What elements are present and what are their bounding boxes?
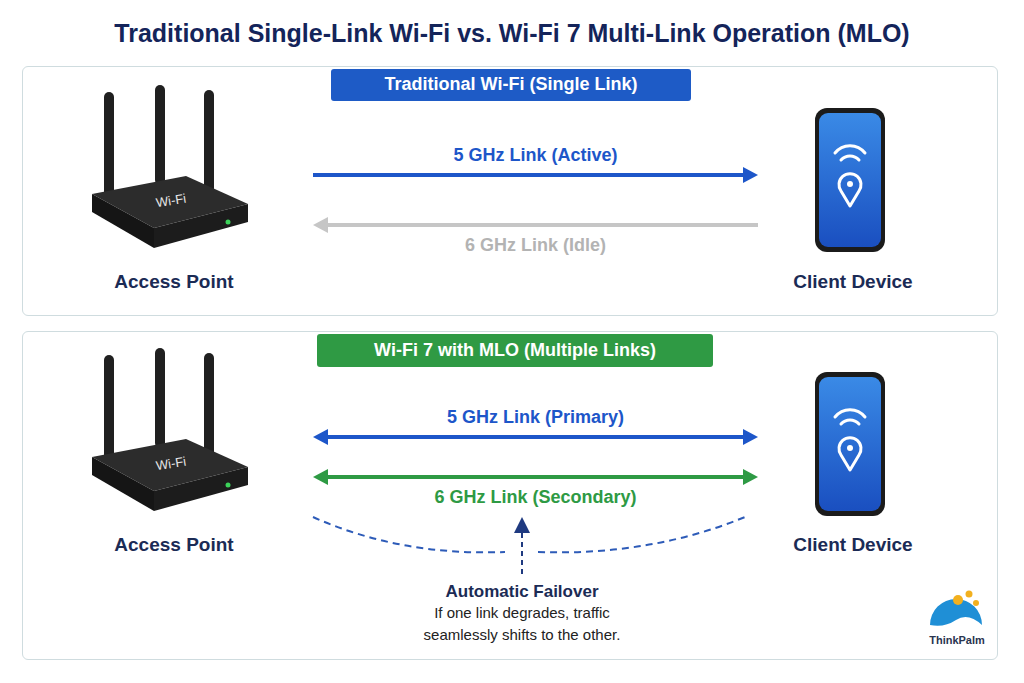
panel-heading-pill: Wi-Fi 7 with MLO (Multiple Links) [317,334,713,367]
link-label: 5 GHz Link (Primary) [376,407,696,429]
link-line [325,475,746,479]
device-label: Client Device [758,271,948,294]
access-point-node: Wi-FiAccess Point [79,83,313,299]
link-arrow [313,429,758,445]
device-label: Access Point [79,271,269,294]
panel-heading-pill: Traditional Wi-Fi (Single Link) [331,69,691,101]
logo-dot [966,591,973,598]
diagram-title: Traditional Single-Link Wi-Fi vs. Wi-Fi … [0,18,1024,48]
arrow-head [313,429,328,445]
phone-illustration [815,108,885,252]
device-label: Client Device [758,534,948,557]
logo-text: ThinkPalm [918,633,996,649]
router-brand-text: Wi-Fi [140,188,202,213]
failover-arc [313,517,505,552]
arrow-head [313,217,328,233]
failover-pointer-head [514,517,530,533]
link-line [325,223,758,227]
arrow-head [743,469,758,485]
link-label: 6 GHz Link (Idle) [376,235,696,257]
link-line [325,435,746,439]
link-label: 6 GHz Link (Secondary) [376,487,696,509]
arrow-head [743,167,758,183]
link-label: 5 GHz Link (Active) [376,145,696,167]
router-illustration [92,348,248,511]
phone-illustration [815,372,885,516]
failover-arc [538,517,745,552]
client-device-node: Client Device [758,346,961,562]
comparison-panel: Traditional Wi-Fi (Single Link) Wi-FiAcce… [22,66,998,316]
arrow-head [743,429,758,445]
link-line [313,173,746,177]
callout-note: If one link degrades, traffic seamlessly… [397,602,647,646]
router-illustration [92,85,248,248]
callout-heading: Automatic Failover [392,580,652,605]
link-arrow [313,217,758,233]
client-device-node: Client Device [758,83,961,299]
failover-pointer [521,532,523,574]
link-arrow [313,167,758,183]
router-brand-text: Wi-Fi [140,451,202,476]
logo-dot [973,600,979,606]
device-label: Access Point [79,534,269,557]
logo-dot [953,595,963,605]
link-arrow [313,469,758,485]
arrow-head [313,469,328,485]
access-point-node: Wi-FiAccess Point [79,346,313,562]
